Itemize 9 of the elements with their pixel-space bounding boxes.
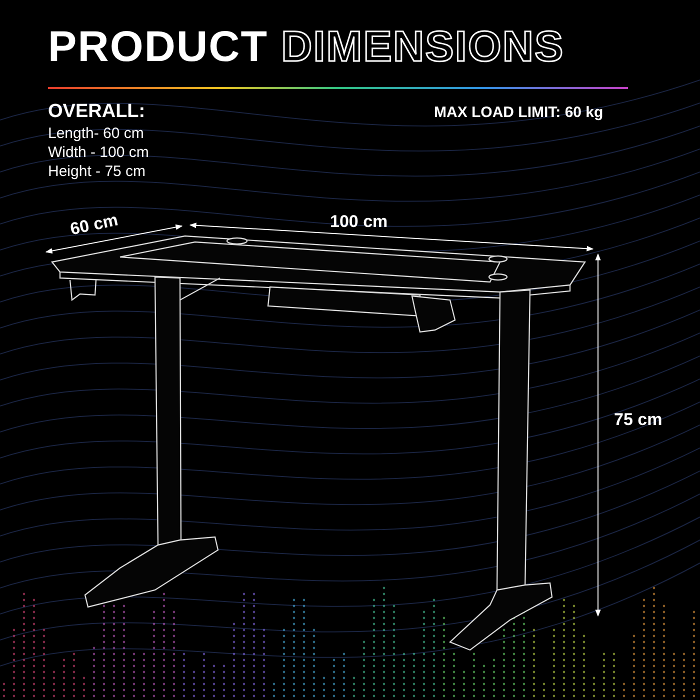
dimension-label: 60 cm: [68, 209, 120, 240]
dimension-label: 100 cm: [330, 211, 388, 232]
spec-text: MAX LOAD LIMIT: 60 kg: [434, 104, 604, 123]
spec-text: Width - 100 cm: [48, 144, 149, 163]
spec-text: Height - 75 cm: [48, 163, 146, 182]
heading: OVERALL:: [48, 100, 146, 124]
spec-text: Length- 60 cm: [48, 125, 144, 144]
title: PRODUCT DIMENSIONS: [48, 26, 564, 69]
dimension-label: 75 cm: [614, 409, 662, 430]
